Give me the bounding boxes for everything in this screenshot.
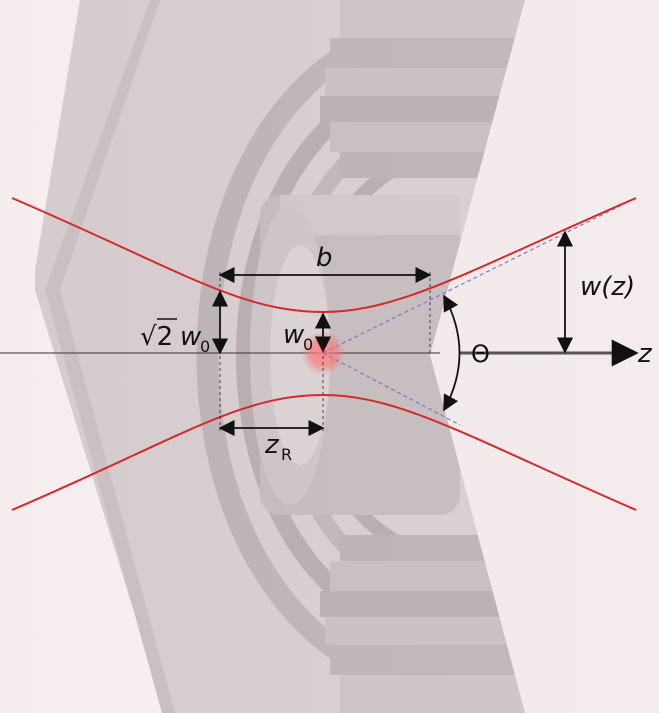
label-sqrt2-radical: √2 — [140, 322, 173, 352]
theta-angle-arc — [443, 294, 461, 412]
label-sqrt2-w: w — [180, 322, 202, 352]
label-b: b — [316, 243, 333, 273]
label-w0-w: w — [283, 320, 305, 350]
label-zR-sub: R — [281, 445, 292, 464]
label-zR-z: z — [264, 430, 280, 460]
label-theta: Θ — [471, 340, 490, 368]
asymptote-lower — [322, 352, 461, 426]
beam-envelope-upper — [11, 197, 637, 314]
label-z-axis: z — [637, 339, 653, 369]
asymptote-upper — [322, 197, 637, 354]
label-sqrt2-sub: 0 — [200, 337, 210, 356]
label-w0-sub: 0 — [303, 335, 313, 354]
beam-envelope-lower — [11, 393, 637, 511]
label-wz: w(z) — [580, 272, 635, 302]
